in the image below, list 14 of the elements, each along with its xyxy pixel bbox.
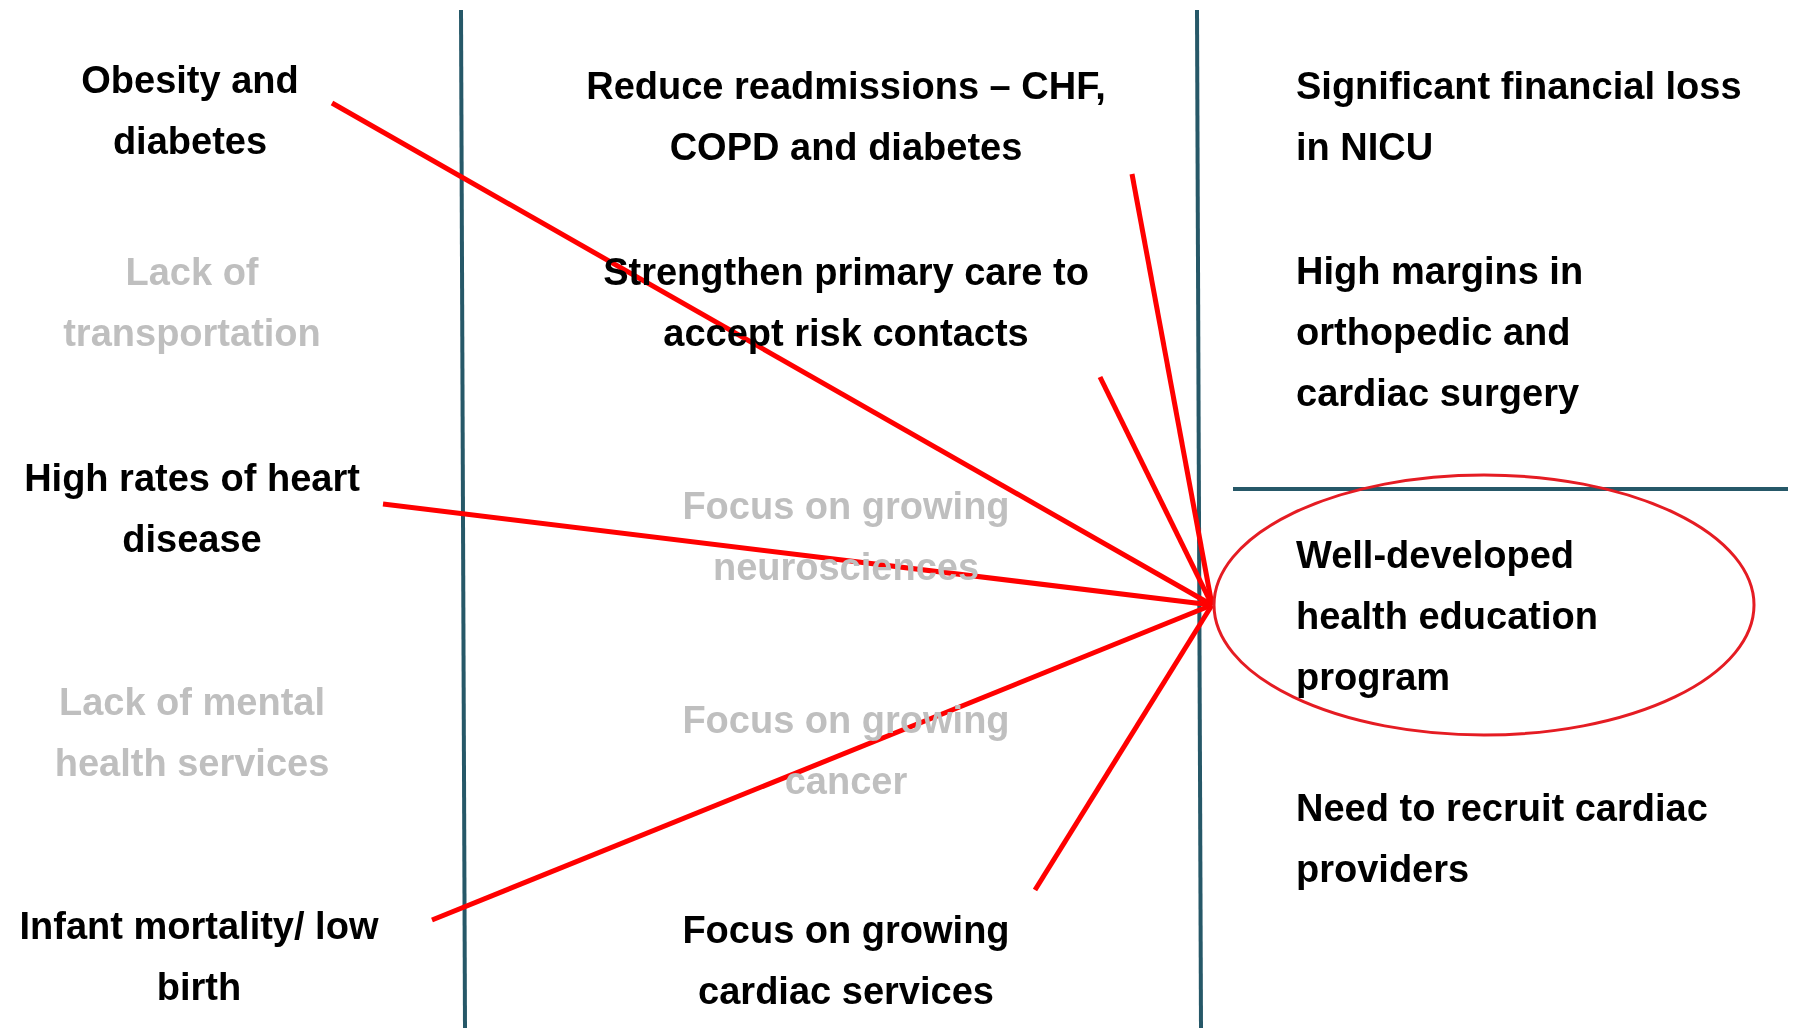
text-label: High margins in orthopedic and cardiac surgery (1296, 249, 1585, 416)
connector-line (1097, 375, 1215, 607)
node-text: Reduce readmissions – CHF, COPD and diabetes (585, 64, 1107, 170)
node-text: High rates of heart disease (23, 456, 361, 562)
node-text: Obesity and diabetes (80, 58, 300, 164)
connector-line (431, 602, 1213, 923)
text-label: Lack of mental health services (53, 680, 331, 786)
connector-line (1032, 603, 1215, 892)
text-label: Significant financial loss in NICU (1296, 64, 1743, 170)
text-label: Need to recruit cardiac providers (1296, 786, 1709, 892)
text-label: Lack of transportation (62, 250, 322, 356)
node-text: Focus on growing cardiac services (681, 908, 1011, 1014)
node-text: Well-developed health education program (1296, 533, 1599, 700)
node-text: Infant mortality/ low birth (18, 904, 380, 1010)
